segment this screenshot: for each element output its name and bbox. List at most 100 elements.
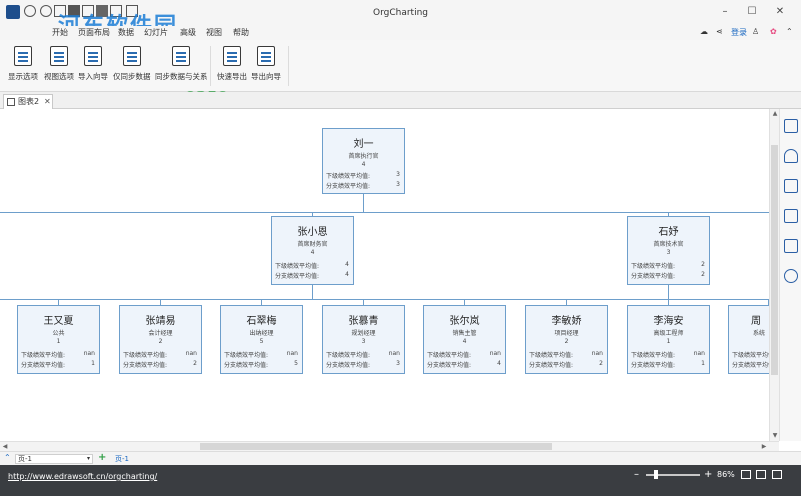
vertical-scrollbar[interactable]: ▲ ▼ xyxy=(769,109,779,441)
sync-data-button[interactable]: 仅同步数据 xyxy=(113,46,151,82)
zoom-level: 86% xyxy=(717,470,735,479)
org-node-staff[interactable]: 张慕青 规划经理 3 下级绩效平均值: nan 分支绩效平均值: 3 xyxy=(322,305,405,374)
list-icon[interactable] xyxy=(784,179,798,193)
redo-icon[interactable] xyxy=(40,5,52,17)
menu-help[interactable]: 帮助 xyxy=(233,28,249,37)
app-logo-icon[interactable] xyxy=(6,5,20,19)
scroll-left-icon[interactable]: ◀ xyxy=(2,443,8,450)
page-tab[interactable]: 页-1 xyxy=(115,455,129,463)
profile-card-icon[interactable] xyxy=(784,119,798,133)
share-icon[interactable]: ⋖ xyxy=(716,27,723,36)
node-count: 1 xyxy=(56,338,61,345)
undo-icon[interactable] xyxy=(24,5,36,17)
close-button[interactable]: ✕ xyxy=(775,6,785,17)
shirt-icon[interactable]: ♙ xyxy=(752,27,760,36)
menu-home[interactable]: 开始 xyxy=(52,28,68,37)
status-bar: http://www.edrawsoft.cn/orgcharting/ – +… xyxy=(0,465,801,496)
node-row-label: 分支绩效平均值: xyxy=(631,273,676,280)
scroll-up-icon[interactable]: ▲ xyxy=(772,110,778,117)
ribbon-collapse-icon[interactable]: ⌃ xyxy=(786,27,793,36)
org-node-staff[interactable]: 张尔岚 销售主管 4 下级绩效平均值: nan 分支绩效平均值: 4 xyxy=(423,305,506,374)
website-link[interactable]: http://www.edrawsoft.cn/orgcharting/ xyxy=(8,472,158,481)
login-link[interactable]: 登录 xyxy=(731,28,747,37)
node-row-value: nan xyxy=(388,350,400,357)
quick-export-icon xyxy=(223,46,241,66)
org-node-staff[interactable]: 周 系统 下级绩效平均值: 分支绩效平均值: xyxy=(728,305,769,374)
node-row-value: 2 xyxy=(193,360,197,367)
menu-data[interactable]: 数据 xyxy=(118,28,134,37)
export-wizard-icon xyxy=(257,46,275,66)
hierarchy-icon[interactable] xyxy=(784,239,798,253)
connector-line xyxy=(668,299,669,305)
connector-line xyxy=(566,299,567,305)
export-wizard-button[interactable]: 导出向导 xyxy=(251,46,281,82)
ribbon-toolbar: 显示选项 视图选项 导入向导 仅同步数据 同步数据与关系 快速导出 导出向导 w… xyxy=(0,40,801,106)
sync-relations-button[interactable]: 同步数据与关系 xyxy=(155,46,208,82)
menu-bar: 开始 页面布局 数据 幻灯片 高级 视图 帮助 ☁ ⋖ 登录 ♙ ✿ ⌃ xyxy=(0,26,801,40)
find-icon[interactable] xyxy=(784,269,798,283)
page-select[interactable]: 页-1 ▾ xyxy=(15,454,93,464)
view-options-button[interactable]: 视图选项 xyxy=(44,46,74,82)
close-tab-icon[interactable]: ✕ xyxy=(44,97,51,106)
menu-slides[interactable]: 幻灯片 xyxy=(144,28,168,37)
node-row-value: 4 xyxy=(345,271,349,278)
panel-icon[interactable] xyxy=(784,209,798,223)
ribbon-separator xyxy=(210,46,211,86)
import-wizard-button[interactable]: 导入向导 xyxy=(78,46,108,82)
page-nav-up-icon[interactable]: ⌃ xyxy=(4,453,11,462)
horizontal-scroll-thumb[interactable] xyxy=(200,443,552,450)
display-options-icon xyxy=(14,46,32,66)
add-page-button[interactable]: + xyxy=(98,452,107,463)
fullscreen-icon[interactable] xyxy=(772,470,782,479)
save-icon[interactable] xyxy=(82,5,94,17)
fill-bucket-icon[interactable] xyxy=(784,149,798,163)
menu-advanced[interactable]: 高级 xyxy=(180,28,196,37)
connector-line xyxy=(0,212,769,213)
fit-page-icon[interactable] xyxy=(741,470,751,479)
node-title: 首席执行官 xyxy=(348,153,379,160)
zoom-out-button[interactable]: – xyxy=(634,469,639,480)
zoom-slider[interactable] xyxy=(646,474,700,476)
horizontal-scrollbar[interactable]: ◀ ▶ xyxy=(0,441,779,451)
org-chart-canvas[interactable]: 刘一 首席执行官 4 下级绩效平均值: 3 分支绩效平均值: 3 张小恩 首席财… xyxy=(0,109,769,441)
scroll-right-icon[interactable]: ▶ xyxy=(761,443,767,450)
org-node-root[interactable]: 刘一 首席执行官 4 下级绩效平均值: 3 分支绩效平均值: 3 xyxy=(322,128,405,194)
fit-width-icon[interactable] xyxy=(756,470,766,479)
org-node-staff[interactable]: 李敏娇 项目经理 2 下级绩效平均值: nan 分支绩效平均值: 2 xyxy=(525,305,608,374)
menu-view[interactable]: 视图 xyxy=(206,28,222,37)
node-row-value: 2 xyxy=(599,360,603,367)
connector-line xyxy=(160,299,161,305)
page-setup-icon[interactable] xyxy=(126,5,138,17)
vertical-scroll-thumb[interactable] xyxy=(771,145,778,375)
open-file-icon[interactable] xyxy=(68,5,80,17)
org-node-manager[interactable]: 张小恩 首席财务官 4 下级绩效平均值: 4 分支绩效平均值: 4 xyxy=(271,216,354,285)
cloud-icon[interactable]: ☁ xyxy=(700,27,708,36)
maximize-button[interactable]: ☐ xyxy=(747,6,757,17)
node-row-value: nan xyxy=(693,350,705,357)
minimize-button[interactable]: – xyxy=(722,6,728,17)
node-row-value: nan xyxy=(489,350,501,357)
connector-line xyxy=(464,299,465,305)
quick-export-button[interactable]: 快速导出 xyxy=(217,46,247,82)
node-name: 张尔岚 xyxy=(449,316,480,327)
org-node-staff[interactable]: 张靖易 会计经理 2 下级绩效平均值: nan 分支绩效平均值: 2 xyxy=(119,305,202,374)
new-file-icon[interactable] xyxy=(54,5,66,17)
node-row-label: 下级绩效平均值: xyxy=(275,263,320,270)
org-node-staff[interactable]: 石翠梅 出纳经理 5 下级绩效平均值: nan 分支绩效平均值: 5 xyxy=(220,305,303,374)
node-count: 5 xyxy=(259,338,264,345)
node-title: 系统 xyxy=(753,330,766,337)
node-row-value: 4 xyxy=(497,360,501,367)
org-node-manager[interactable]: 石妤 首席技术官 3 下级绩效平均值: 2 分支绩效平均值: 2 xyxy=(627,216,710,285)
zoom-in-button[interactable]: + xyxy=(704,469,713,480)
export-icon[interactable] xyxy=(110,5,122,17)
zoom-slider-handle[interactable] xyxy=(654,470,658,479)
scroll-down-icon[interactable]: ▼ xyxy=(772,432,778,439)
document-tab[interactable]: 图表2 ✕ xyxy=(3,94,53,109)
org-node-staff[interactable]: 李海安 高级工程师 1 下级绩效平均值: nan 分支绩效平均值: 1 xyxy=(627,305,710,374)
node-count: 3 xyxy=(361,338,366,345)
display-options-button[interactable]: 显示选项 xyxy=(8,46,38,82)
menu-page-layout[interactable]: 页面布局 xyxy=(78,28,110,37)
color-wheel-icon[interactable]: ✿ xyxy=(770,27,777,36)
org-node-staff[interactable]: 王又夏 公共 1 下级绩效平均值: nan 分支绩效平均值: 1 xyxy=(17,305,100,374)
print-icon[interactable] xyxy=(96,5,108,17)
